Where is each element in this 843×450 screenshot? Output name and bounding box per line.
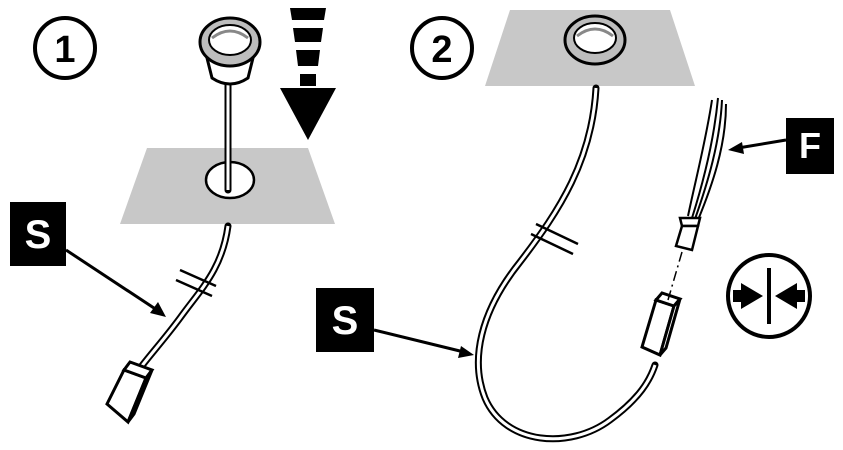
fixture-wire-label-text: F bbox=[799, 125, 821, 166]
sensor-head-2 bbox=[563, 14, 627, 66]
cable-break-mark-1 bbox=[175, 268, 217, 298]
alignment-line bbox=[667, 251, 683, 301]
sensor-head-1 bbox=[198, 16, 262, 86]
step-2-number: 2 bbox=[431, 29, 452, 71]
sensor-label-2: S bbox=[316, 288, 474, 358]
step-1-group: 1 bbox=[10, 8, 336, 425]
cable-break-mark-2 bbox=[530, 222, 579, 256]
step-2-group: 2 bbox=[316, 10, 834, 443]
step-2-badge: 2 bbox=[410, 16, 474, 80]
down-arrow-icon bbox=[280, 8, 336, 140]
connect-arrows-icon bbox=[726, 253, 812, 339]
fixture-connector bbox=[674, 216, 702, 252]
sensor-connector-2 bbox=[640, 291, 683, 358]
sensor-label-2-text: S bbox=[332, 299, 359, 343]
fixture-wires bbox=[687, 97, 727, 221]
sensor-connector-1 bbox=[105, 360, 155, 425]
step-1-number: 1 bbox=[54, 29, 75, 71]
sensor-cable-2 bbox=[474, 84, 659, 443]
step-1-badge: 1 bbox=[33, 16, 97, 80]
sensor-label-1-text: S bbox=[25, 213, 52, 257]
sensor-label-1: S bbox=[10, 202, 166, 317]
fixture-wire-label: F bbox=[728, 118, 834, 174]
